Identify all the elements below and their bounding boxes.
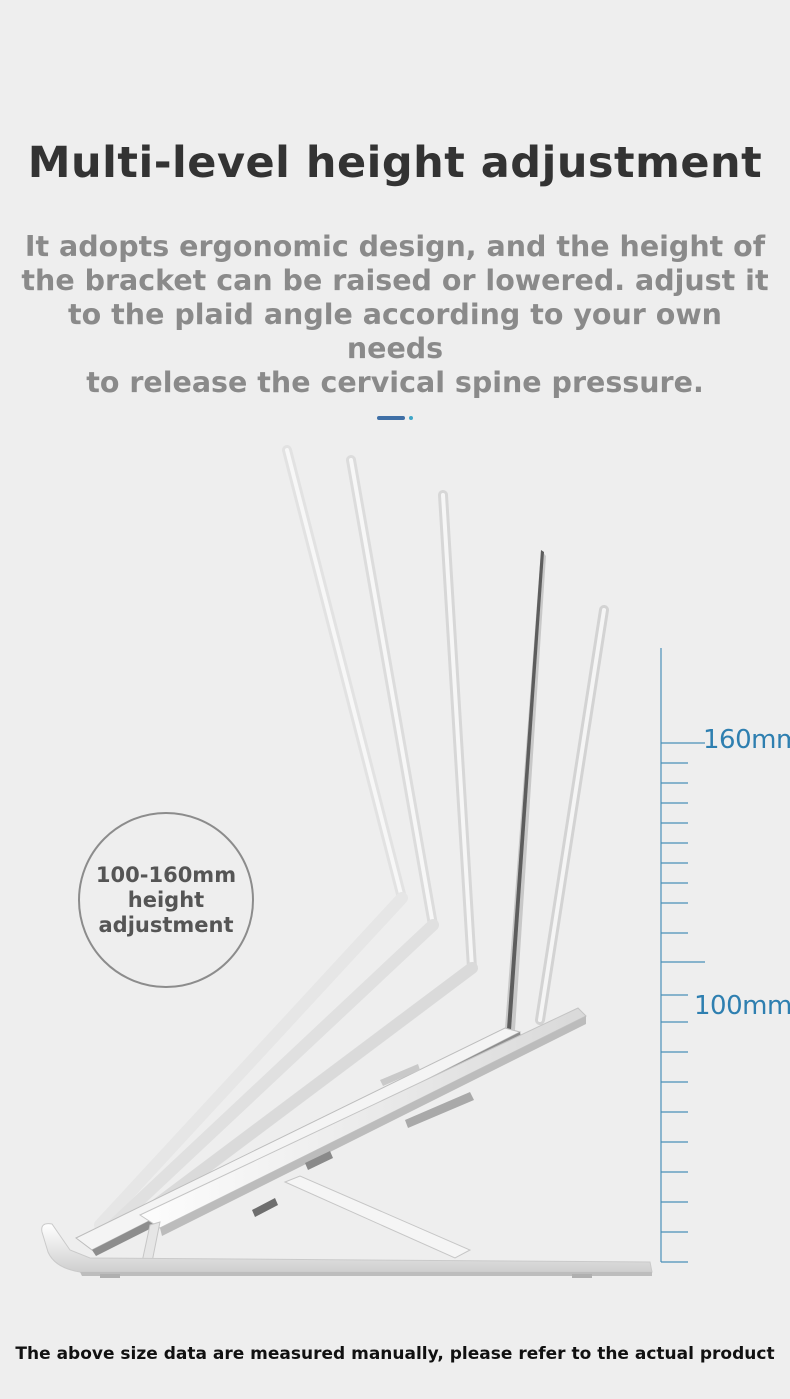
description-line: to the plaid angle according to your own… (68, 298, 722, 365)
badge-line: height (127, 887, 205, 912)
disclaimer-note: The above size data are measured manuall… (15, 1344, 775, 1364)
badge-line: 100-160mm (95, 862, 237, 887)
section-divider (377, 416, 415, 420)
page-title: Multi-level height adjustment (27, 138, 763, 188)
screen-ghost-positions (282, 445, 609, 1025)
height-range-badge: 100-160mm height adjustment (78, 812, 254, 988)
divider-bar (377, 416, 405, 420)
height-label-100: 100mm (694, 991, 790, 1021)
badge-line: adjustment (98, 912, 234, 937)
divider-dot (409, 416, 413, 420)
description-line: to release the cervical spine pressure. (86, 366, 704, 399)
laptop-screen (505, 550, 546, 1030)
height-label-160: 160mm (703, 725, 790, 755)
stand-base (41, 1223, 653, 1278)
description-line: It adopts ergonomic design, and the heig… (24, 230, 766, 263)
stand-top-plate (138, 1007, 587, 1236)
description-line: the bracket can be raised or lowered. ad… (21, 264, 769, 297)
description: It adopts ergonomic design, and the heig… (20, 230, 770, 400)
